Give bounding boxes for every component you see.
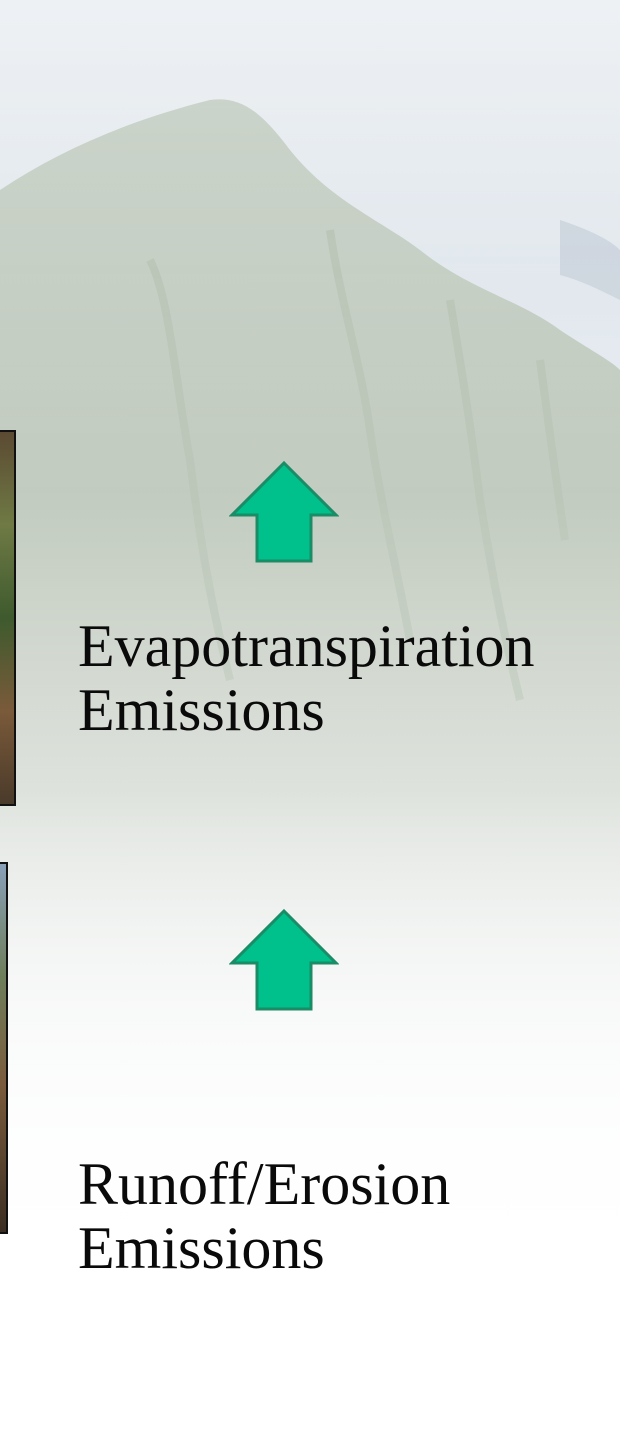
label-line: Emissions xyxy=(78,677,325,743)
label-line: Evapotranspiration xyxy=(78,613,535,679)
evapotranspiration-emissions-label: Evapotranspiration Emissions xyxy=(78,614,535,742)
left-photo-edge-upper xyxy=(0,430,16,806)
label-line: Runoff/Erosion xyxy=(78,1151,451,1217)
runoff-erosion-emissions-label: Runoff/Erosion Emissions xyxy=(78,1152,450,1280)
up-arrow-icon xyxy=(229,460,339,563)
label-line: Emissions xyxy=(78,1215,325,1281)
up-arrow-icon xyxy=(229,908,339,1011)
left-photo-edge-lower xyxy=(0,862,8,1234)
